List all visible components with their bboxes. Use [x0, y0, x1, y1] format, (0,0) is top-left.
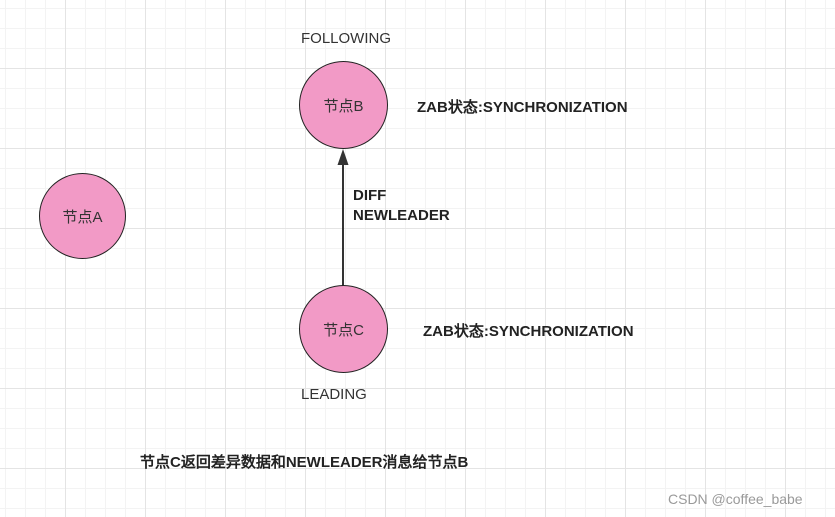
node-b-label: 节点B: [323, 97, 364, 115]
node-c-label: 节点C: [323, 321, 364, 339]
arrow-head-icon: [337, 149, 349, 165]
node-b[interactable]: 节点B: [299, 61, 388, 149]
edge-messages: DIFF NEWLEADER: [353, 186, 450, 226]
message-newleader: NEWLEADER: [353, 207, 450, 224]
node-a-label: 节点A: [62, 208, 103, 226]
node-b-state: ZAB状态:SYNCHRONIZATION: [417, 99, 628, 116]
node-c-role: LEADING: [301, 386, 367, 403]
node-b-role: FOLLOWING: [301, 30, 392, 47]
node-c-state: ZAB状态:SYNCHRONIZATION: [423, 323, 634, 340]
diagram-caption: 节点C返回差异数据和NEWLEADER消息给节点B: [140, 454, 469, 471]
node-a[interactable]: 节点A: [39, 173, 126, 259]
message-diff: DIFF: [353, 187, 387, 204]
node-c[interactable]: 节点C: [299, 285, 388, 373]
watermark: CSDN @coffee_babe: [668, 491, 803, 507]
